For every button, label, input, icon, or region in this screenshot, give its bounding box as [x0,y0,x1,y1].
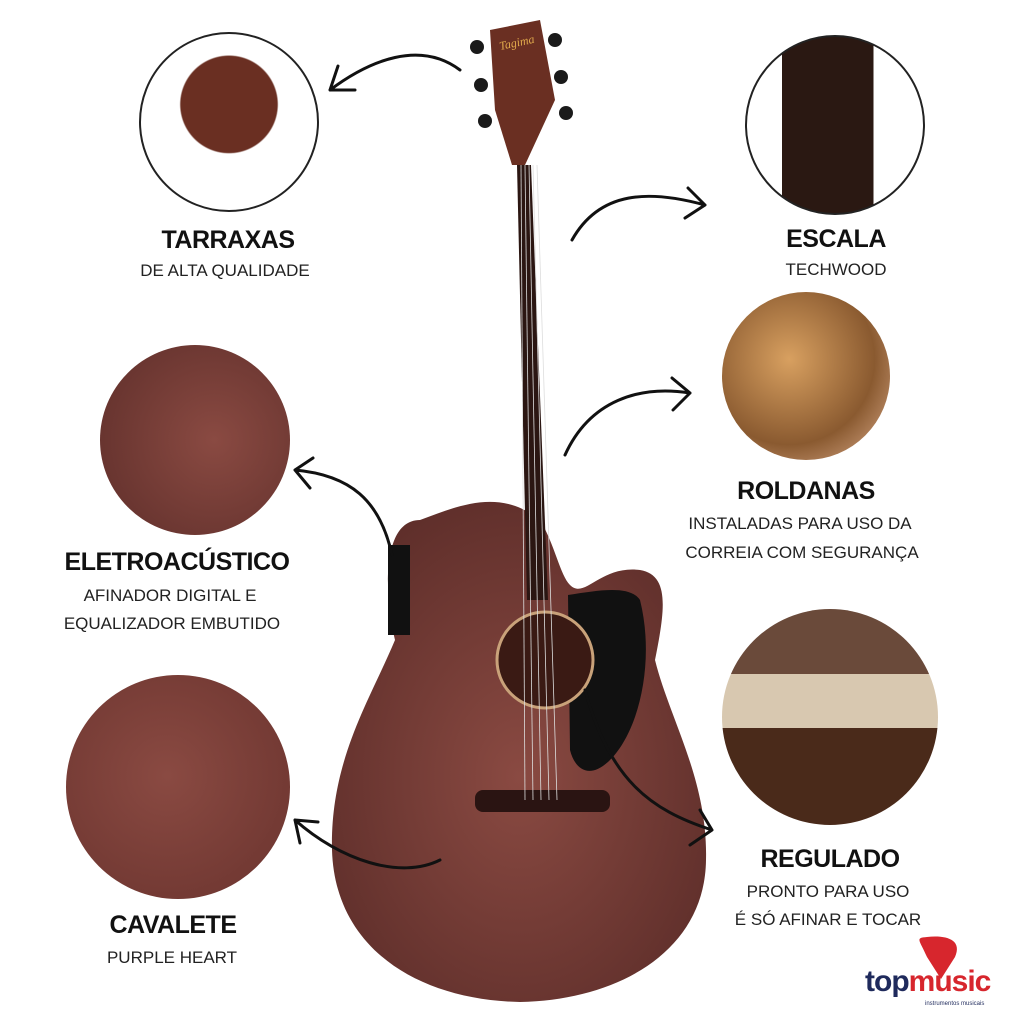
escala-subtitle: TECHWOOD [785,260,887,279]
cavalete-detail-image [66,675,290,899]
escala-detail-image [745,35,925,215]
logo-music: music [908,965,992,998]
regulado-detail-image [722,609,938,825]
preamp [388,545,410,635]
escala-title: ESCALA [786,225,886,253]
topmusic-logo: topmusic instrumentos musicais [865,935,1015,1015]
neck [517,165,548,600]
tarraxas-detail-image [139,32,319,212]
headstock [490,20,555,165]
soundhole [495,610,595,710]
regulado-line-2: É SÓ AFINAR E TOCAR [734,910,922,929]
eletro-title: ELETROACÚSTICO [64,548,290,576]
tuners-icon [470,33,573,128]
regulado-line-1: PRONTO PARA USO [746,882,910,901]
tarraxas-subtitle: DE ALTA QUALIDADE [140,261,310,280]
eletro-line-1: AFINADOR DIGITAL E [83,586,257,605]
bridge [475,790,610,812]
eletro-line-2: EQUALIZADOR EMBUTIDO [63,614,281,633]
roldanas-line-2: CORREIA COM SEGURANÇA [685,543,919,562]
roldanas-line-1: INSTALADAS PARA USO DA [688,514,912,533]
logo-tagline: instrumentos musicais [925,1001,985,1007]
regulado-title: REGULADO [760,845,900,873]
tarraxas-title: TARRAXAS [161,226,295,254]
roldanas-detail-image [722,292,890,460]
eletro-detail-image [100,345,290,535]
guitar-pick-icon [919,936,957,979]
logo-top: top [865,965,910,998]
arrows [293,53,714,870]
cavalete-title: CAVALETE [109,911,237,939]
cavalete-subtitle: PURPLE HEART [106,948,238,967]
roldanas-title: ROLDANAS [737,477,875,505]
